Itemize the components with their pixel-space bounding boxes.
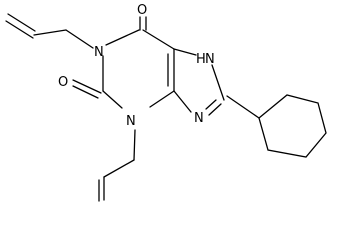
c8-n9-bond-b — [205, 99, 217, 110]
atom-n7-h: H — [196, 52, 206, 67]
molecule-structure: O N H N O N N — [5, 3, 327, 202]
n1-c6-bond — [105, 29, 140, 46]
c5-n7-bond — [173, 48, 197, 56]
structure-canvas: O N H N O N N — [5, 3, 327, 202]
c4-n3-bond — [149, 90, 175, 108]
allyl-1-double-bond-a — [7, 13, 36, 32]
c6-c5-bond — [142, 29, 175, 50]
n3-c2-bond — [102, 90, 123, 109]
atom-o2: O — [58, 75, 68, 90]
n3-allyl-2-bond — [133, 129, 136, 161]
atom-n7: N — [205, 52, 215, 67]
allyl-1-bond — [33, 29, 67, 36]
cyclohexane-ring — [258, 94, 327, 158]
c2-o2-bond-b — [72, 85, 99, 99]
atom-n1: N — [94, 45, 104, 60]
c8-n9-bond-a — [208, 103, 222, 116]
allyl-2-bond — [103, 159, 135, 178]
c2-o2-bond-a — [72, 79, 102, 94]
bonds — [5, 13, 327, 202]
n9-c4-bond — [173, 90, 192, 113]
atom-n9: N — [194, 111, 204, 126]
atom-n3: N — [126, 114, 136, 129]
atom-labels: O N H N O N N — [58, 3, 215, 129]
n7-c8-bond — [211, 64, 225, 101]
allyl-1-ch2-n1-bond — [65, 29, 94, 49]
allyl-1-double-bond-b — [5, 20, 34, 39]
c8-cyclohexyl-bond — [226, 95, 260, 119]
atom-o6: O — [137, 3, 147, 18]
